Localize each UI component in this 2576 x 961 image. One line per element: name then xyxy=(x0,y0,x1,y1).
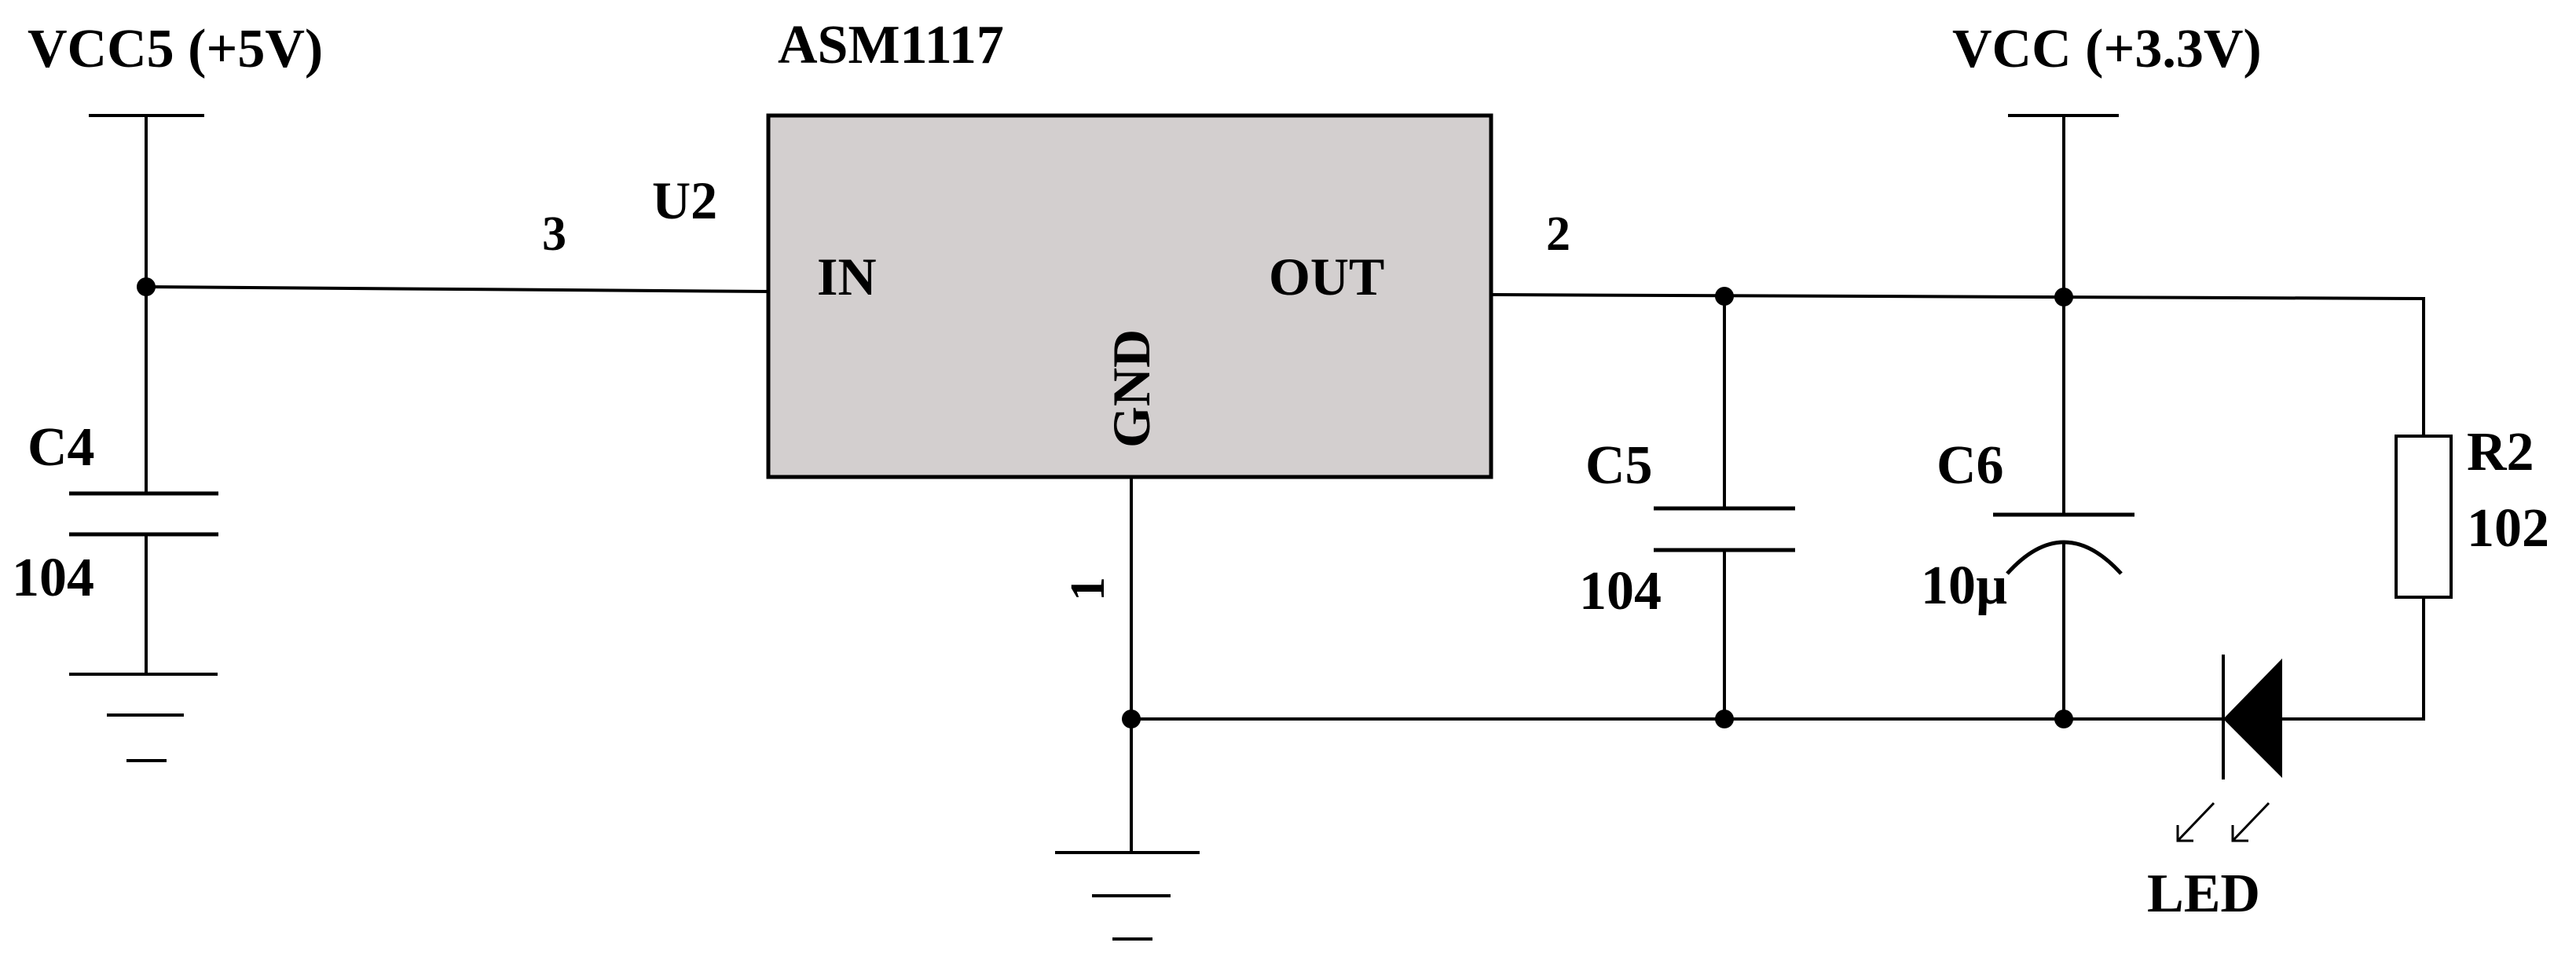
gnd-junction xyxy=(1122,710,1141,728)
pin-gnd-number: 1 xyxy=(1061,577,1115,601)
regulator-part-label: ASM1117 xyxy=(778,15,1004,75)
c6-ref-label: C6 xyxy=(1937,435,2004,496)
c4-value-label: 104 xyxy=(12,548,94,608)
input-wire xyxy=(144,284,771,294)
regulator-in-label: IN xyxy=(817,247,877,306)
c5-ref-label: C5 xyxy=(1585,435,1653,496)
regulator-ref-label: U2 xyxy=(652,171,717,230)
led-triangle xyxy=(2223,658,2282,778)
regulator-body xyxy=(766,113,1493,479)
led-ref-label: LED xyxy=(2147,864,2260,924)
c5-value-label: 104 xyxy=(1579,561,1662,622)
vout-rail-label: VCC (+3.3V) xyxy=(1952,19,2262,79)
input-junction xyxy=(137,277,156,296)
c5-ground-junction xyxy=(1715,710,1734,728)
regulator-out-label: OUT xyxy=(1269,247,1384,306)
c4-ref-label: C4 xyxy=(27,417,95,478)
r2-ref-label: R2 xyxy=(2467,422,2534,482)
c6-value-label: 10µ xyxy=(1921,556,2007,616)
vin-rail-label: VCC5 (+5V) xyxy=(27,19,323,79)
pin-out-number: 2 xyxy=(1546,207,1570,261)
output-wire xyxy=(1489,292,2426,301)
regulator-gnd-label: GND xyxy=(1101,329,1161,448)
pin-in-number: 3 xyxy=(542,207,566,261)
c6-ground-junction xyxy=(2054,710,2073,728)
led-emission-arrows xyxy=(2176,801,2270,842)
r2-value-label: 102 xyxy=(2467,498,2549,559)
r2-body xyxy=(2395,435,2453,599)
